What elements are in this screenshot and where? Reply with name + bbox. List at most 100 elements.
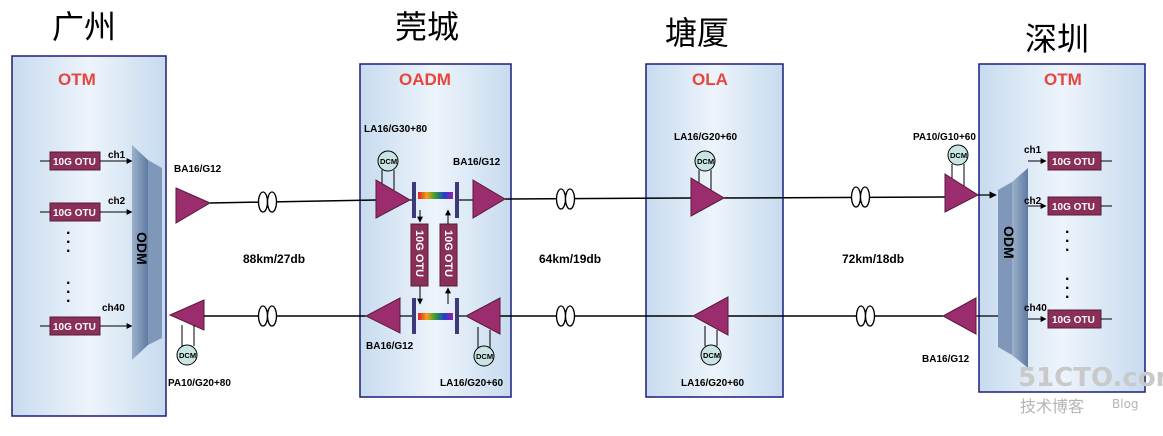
oadm-ba-top-amplifier <box>472 179 506 219</box>
city-shenzhen: 深圳 <box>1025 20 1089 58</box>
oadm-demux-bottom-right <box>455 298 459 334</box>
span-1-label: 88km/27db <box>243 252 305 266</box>
ola-top-amplifier <box>690 177 726 217</box>
oadm-mux-top-right <box>455 182 459 218</box>
oadm-ba-bottom-label: BA16/G12 <box>366 341 414 352</box>
dcm-right-label: DCM <box>950 151 967 160</box>
fiber-coil-3-top <box>850 186 871 208</box>
otu-right-ch40: 10G OTU <box>1047 309 1102 329</box>
dots-left-6: · <box>66 293 71 310</box>
odm-right-label: ODM <box>1001 226 1017 259</box>
span-2-label: 64km/19db <box>539 252 601 266</box>
oadm-la-bottom-amplifier <box>464 297 501 335</box>
dots-right-6: · <box>1065 289 1070 306</box>
otu-left-ch2: 10G OTU <box>49 202 101 222</box>
otu-right-ch1: 10G OTU <box>1047 151 1102 171</box>
dots-right-4: · <box>1065 271 1070 288</box>
otu-left-ch1: 10G OTU <box>49 151 101 171</box>
dots-right-3: · <box>1065 242 1070 259</box>
dcm-ola-top <box>694 150 716 172</box>
otu-left-ch1-label: 10G OTU <box>53 157 96 168</box>
pa-left-label: PA10/G20+80 <box>168 378 231 389</box>
fiber-top-1 <box>209 199 377 204</box>
otu-left-ch40: 10G OTU <box>49 316 101 336</box>
otu-oadm-add-label: 10G OTU <box>442 230 454 277</box>
otu-right-ch1-label: 10G OTU <box>1052 157 1095 168</box>
dcm-ola-bottom <box>700 344 722 366</box>
otu-right-ch2: 10G OTU <box>1047 196 1102 216</box>
dcm-oadm-top <box>377 150 399 172</box>
watermark-blog: Blog <box>1112 397 1139 411</box>
oadm-spectrum-bottom <box>418 313 453 320</box>
oadm-title: OADM <box>399 70 451 89</box>
otu-left-ch40-label: 10G OTU <box>53 322 96 333</box>
dots-right-2: · <box>1065 233 1070 250</box>
city-tangxia: 塘厦 <box>665 14 729 52</box>
ch1-right: ch1 <box>1024 145 1042 156</box>
ch40-right: ch40 <box>1024 303 1047 314</box>
dots-left-1: · <box>66 225 71 242</box>
otu-right-ch40-label: 10G OTU <box>1052 315 1095 326</box>
ch1-left: ch1 <box>108 150 126 161</box>
pa-right-label: PA10/G10+60 <box>913 132 976 143</box>
odm-left-label: ODM <box>134 232 150 265</box>
fiber-top-3 <box>723 196 946 199</box>
ola-panel <box>645 63 784 398</box>
ch2-right: ch2 <box>1024 196 1042 207</box>
dcm-oadm-bottom-label: DCM <box>476 352 493 361</box>
span-3-label: 72km/18db <box>842 252 904 266</box>
city-guancheng: 莞城 <box>395 8 459 46</box>
dcm-ola-top-label: DCM <box>697 157 714 166</box>
ba-right-label: BA16/G12 <box>922 354 970 365</box>
fiber-coil-2-bottom <box>555 305 576 327</box>
otu-oadm-drop-label: 10G OTU <box>413 230 425 277</box>
dots-left-4: · <box>66 275 71 292</box>
dots-left-2: · <box>66 234 71 251</box>
dcm-oadm-bottom <box>473 345 495 367</box>
otu-oadm-add: 10G OTU <box>439 223 458 287</box>
dcm-ola-bottom-label: DCM <box>703 351 720 360</box>
otu-left-ch2-label: 10G OTU <box>53 208 96 219</box>
odm-right <box>1012 168 1028 368</box>
oadm-ba-top-label: BA16/G12 <box>453 157 501 168</box>
pa-right-amplifier <box>944 173 980 213</box>
ola-bottom-label: LA16/G20+60 <box>681 378 745 389</box>
oadm-la-bottom-label: LA16/G20+60 <box>440 378 504 389</box>
dcm-left-label: DCM <box>179 351 196 360</box>
ola-bottom-amplifier <box>691 296 729 336</box>
ola-top-label: LA16/G20+60 <box>674 132 738 143</box>
otu-right-ch2-label: 10G OTU <box>1052 202 1095 213</box>
ba-left-label: BA16/G12 <box>174 164 222 175</box>
dots-left-3: · <box>66 243 71 260</box>
ch2-left: ch2 <box>108 196 126 207</box>
dots-right-1: · <box>1065 224 1070 241</box>
odm-left <box>132 145 148 360</box>
fiber-coil-1-bottom <box>257 305 278 327</box>
otu-oadm-drop: 10G OTU <box>410 223 429 287</box>
oadm-la-top-label: LA16/G30+80 <box>364 124 428 135</box>
fiber-coil-3-bottom <box>855 305 876 327</box>
oadm-la-top-amplifier <box>375 179 412 219</box>
otm-right-title: OTM <box>1044 70 1082 89</box>
ba-right-amplifier <box>941 297 977 335</box>
dcm-left <box>176 344 198 366</box>
fiber-coil-1-top <box>257 191 278 213</box>
pa-left-amplifier <box>168 299 205 331</box>
fiber-coil-2-top <box>555 188 576 210</box>
watermark-main: 51CTO.com <box>1018 363 1163 393</box>
dcm-oadm-top-label: DCM <box>380 157 397 166</box>
oadm-panel <box>359 63 512 398</box>
ba-left-amplifier <box>175 187 212 224</box>
oadm-mux-bottom-left <box>412 298 416 334</box>
ola-title: OLA <box>692 70 728 89</box>
city-guangzhou: 广州 <box>52 8 116 46</box>
dcm-right <box>947 144 969 166</box>
dots-left-5: · <box>66 284 71 301</box>
oadm-demux-top-left <box>412 182 416 218</box>
oadm-spectrum-top <box>418 192 453 199</box>
ch40-left: ch40 <box>102 303 125 314</box>
watermark-sub: 技术博客 <box>1020 397 1084 416</box>
otm-left-title: OTM <box>58 70 96 89</box>
dots-right-5: · <box>1065 280 1070 297</box>
